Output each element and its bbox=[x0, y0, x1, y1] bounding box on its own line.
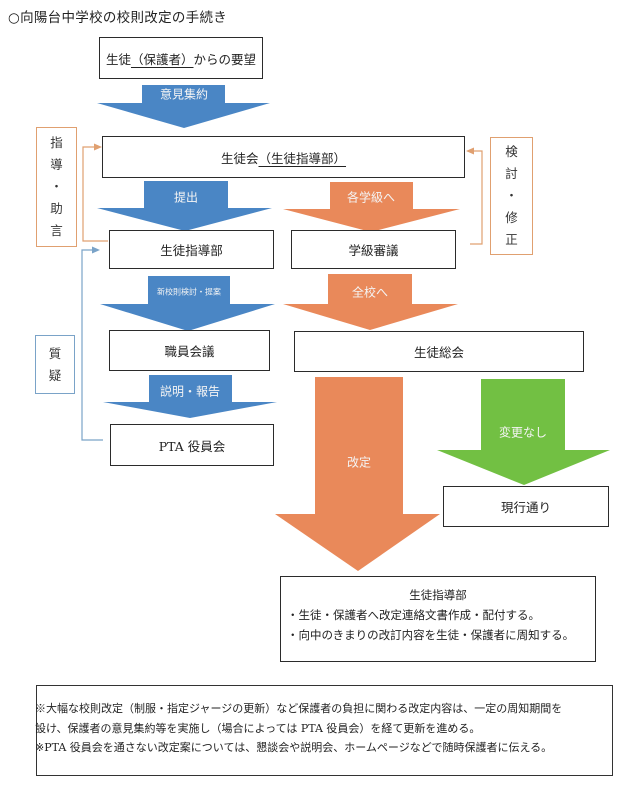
arrow-label-submit: 提出 bbox=[173, 190, 199, 205]
connector-review bbox=[470, 150, 483, 245]
side-char: 検 bbox=[505, 144, 518, 159]
side-label-questions: 質 疑 bbox=[35, 335, 75, 394]
revision-action-item: ・向中のきまりの改訂内容を生徒・保護者に周知する。 bbox=[287, 628, 575, 642]
request-prefix: 生徒 bbox=[105, 51, 131, 67]
arrow-revision bbox=[275, 377, 440, 571]
arrow-no-change bbox=[437, 379, 610, 485]
arrowhead-questions bbox=[92, 246, 100, 254]
arrow-explain-report bbox=[103, 375, 277, 418]
note-line: 設け、保護者の意見集約等を実施し（場合によっては PTA 役員会）を経て更新を進… bbox=[35, 721, 481, 735]
side-char: ・ bbox=[505, 188, 518, 203]
arrow-label-to-each-class: 各学級へ bbox=[346, 190, 396, 205]
student-council-prefix: 生徒会 bbox=[220, 150, 259, 166]
side-char: 正 bbox=[505, 232, 518, 247]
box-request: 生徒（保護者）からの要望 bbox=[99, 37, 263, 79]
arrow-label-no-change: 変更なし bbox=[498, 425, 548, 440]
side-char: 指 bbox=[50, 135, 63, 150]
arrow-submit bbox=[97, 181, 272, 231]
arrow-new-rule-proposal bbox=[100, 276, 275, 331]
arrow-label-collect-opinions: 意見集約 bbox=[159, 87, 209, 102]
box-student-assembly: 生徒総会 bbox=[294, 331, 584, 372]
connector-questions bbox=[81, 249, 103, 441]
side-label-guidance-advice: 指 導 ・ 助 言 bbox=[36, 127, 77, 247]
side-char: 疑 bbox=[48, 367, 62, 383]
arrowhead-guidance bbox=[94, 143, 102, 151]
arrowhead-review bbox=[466, 147, 474, 155]
student-council-underlined: （生徒指導部） bbox=[258, 150, 347, 166]
arrow-to-each-class bbox=[283, 182, 460, 232]
box-student-guidance: 生徒指導部 bbox=[109, 230, 274, 269]
revision-actions-header: 生徒指導部 bbox=[409, 588, 467, 602]
side-char: 修 bbox=[505, 210, 518, 225]
arrow-to-whole-school bbox=[283, 274, 458, 330]
arrow-label-to-whole-school: 全校へ bbox=[351, 285, 389, 300]
box-student-council: 生徒会（生徒指導部） bbox=[102, 136, 465, 178]
box-class-deliberation: 学級審議 bbox=[291, 230, 456, 269]
side-label-review-revise: 検 討 ・ 修 正 bbox=[490, 137, 533, 255]
side-char: 導 bbox=[50, 157, 63, 172]
arrow-label-revision: 改定 bbox=[346, 455, 372, 470]
notes-box: ※大幅な校則改定（制服・指定ジャージの更新）など保護者の負担に関わる改定内容は、… bbox=[35, 685, 613, 776]
side-char: 質 bbox=[48, 345, 62, 361]
note-line: ※PTA 役員会を通さない改定案については、懇談会や説明会、ホームページなどで随… bbox=[35, 741, 553, 754]
arrow-collect-opinions bbox=[97, 85, 270, 128]
page-title: ○向陽台中学校の校則改定の手続き bbox=[8, 10, 228, 26]
box-revision-actions: 生徒指導部 ・生徒・保護者へ改定連絡文書作成・配付する。 ・向中のきまりの改訂内… bbox=[280, 576, 596, 662]
revision-action-item: ・生徒・保護者へ改定連絡文書作成・配付する。 bbox=[287, 608, 540, 622]
arrow-label-new-rule-proposal: 新校則検討・提案 bbox=[157, 287, 221, 297]
box-staff-meeting: 職員会議 bbox=[109, 330, 270, 371]
arrow-label-explain-report: 説明・報告 bbox=[159, 384, 221, 399]
request-underlined: （保護者） bbox=[130, 51, 194, 67]
side-char: ・ bbox=[50, 179, 63, 194]
box-current-rules: 現行通り bbox=[443, 486, 609, 527]
side-char: 討 bbox=[505, 166, 518, 181]
note-line: ※大幅な校則改定（制服・指定ジャージの更新）など保護者の負担に関わる改定内容は、… bbox=[35, 702, 563, 715]
connector-guidance bbox=[82, 146, 108, 242]
request-suffix: からの要望 bbox=[193, 51, 257, 67]
side-char: 言 bbox=[50, 223, 63, 238]
box-pta-board: PTA 役員会 bbox=[110, 424, 274, 466]
side-char: 助 bbox=[50, 201, 63, 216]
